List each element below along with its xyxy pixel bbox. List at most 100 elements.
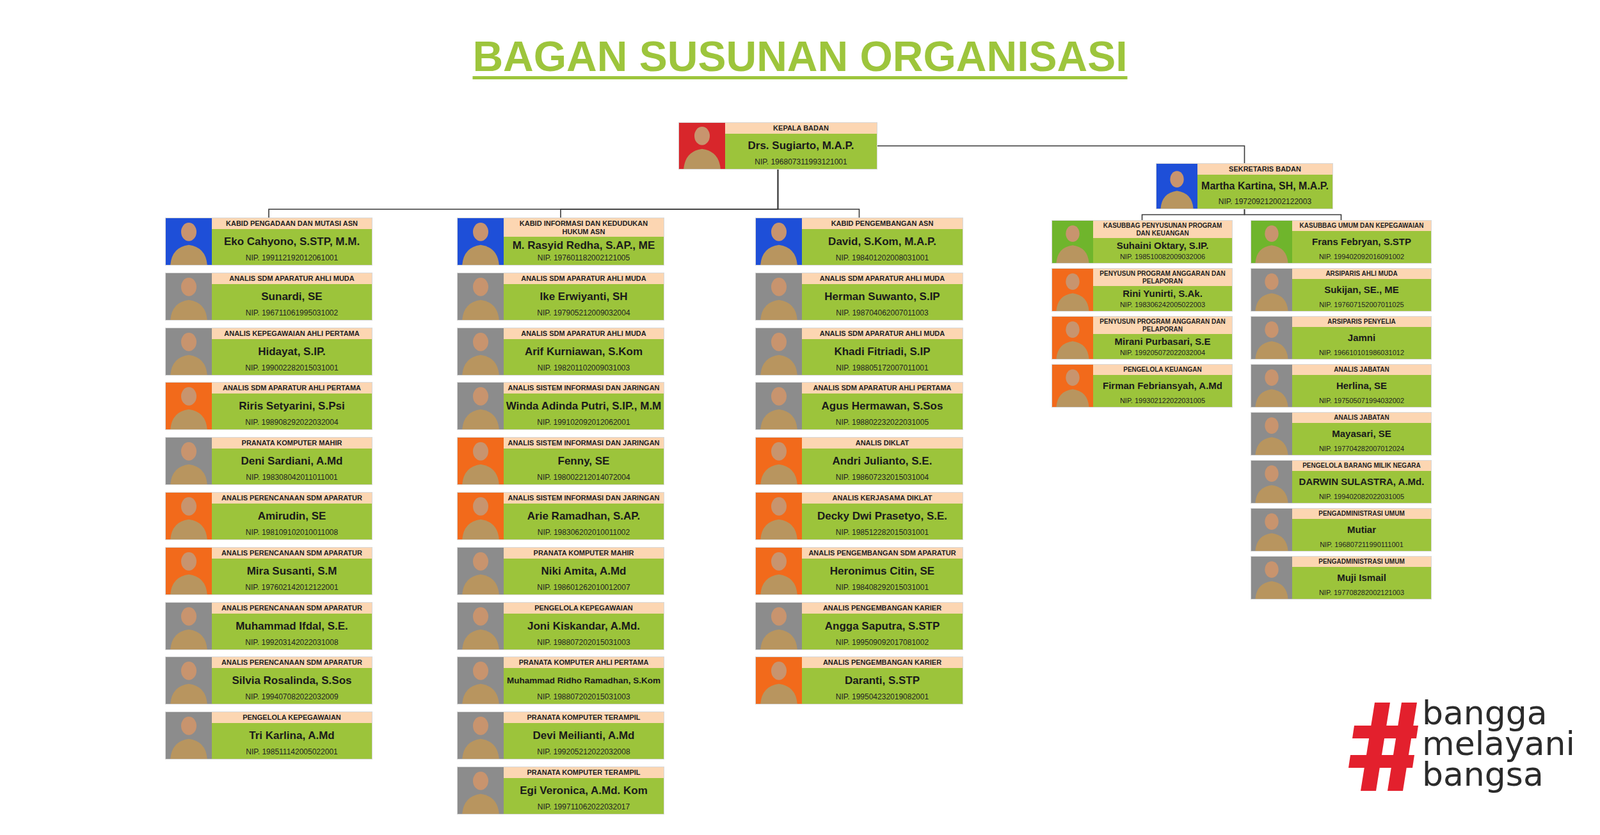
staff-photo xyxy=(755,547,802,595)
card-panel: KABID PENGEMBANGAN ASNDavid, S.Kom, M.A.… xyxy=(801,218,963,265)
staff-card: ANALIS PENGEMBANGAN KARIERDaranti, S.STP… xyxy=(755,656,964,705)
photo-ground xyxy=(755,492,802,540)
photo-figure xyxy=(165,328,212,376)
position-title: KEPALA BADAN xyxy=(725,122,877,134)
position-title: ANALIS SDM APARATUR AHLI MUDA xyxy=(801,273,963,285)
staff-name: Martha Kartina, SH, M.A.P. xyxy=(1197,174,1333,199)
photo-head xyxy=(181,332,197,352)
photo-figure xyxy=(165,437,212,485)
staff-nip: NIP. 197505071994032002 xyxy=(1292,396,1432,408)
staff-card: ANALIS PERENCANAAN SDM APARATURMuhammad … xyxy=(165,602,373,651)
staff-nip: NIP. 199102092012062001 xyxy=(503,418,664,430)
staff-photo xyxy=(165,437,212,485)
position-title: ANALIS PENGEMBANGAN KARIER xyxy=(801,602,963,614)
position-title: PENGELOLA KEUANGAN xyxy=(1093,364,1232,376)
photo-body xyxy=(170,300,208,320)
staff-nip: NIP. 197905212009032004 xyxy=(503,309,664,320)
staff-photo xyxy=(165,547,212,595)
staff-photo xyxy=(1251,268,1293,312)
position-title: ANALIS JABATAN xyxy=(1292,364,1432,376)
staff-photo xyxy=(457,382,504,430)
position-title: PRANATA KOMPUTER TERAMPIL xyxy=(503,712,664,724)
staff-nip: NIP. 199504232019082001 xyxy=(801,693,963,704)
photo-head xyxy=(771,332,787,352)
photo-body xyxy=(1056,389,1089,408)
staff-name: Muji Ismail xyxy=(1292,567,1432,590)
position-title: ANALIS PERENCANAAN SDM APARATUR xyxy=(211,547,372,559)
photo-head xyxy=(1169,170,1184,188)
staff-name: Suhaini Oktary, S.IP. xyxy=(1093,238,1232,253)
card-panel: ANALIS KEPEGAWAIAN AHLI PERTAMAHidayat, … xyxy=(211,328,372,376)
staff-card: PENGADMINISTRASI UMUMMutiarNIP. 19680721… xyxy=(1250,508,1432,552)
photo-ground xyxy=(457,382,504,430)
staff-nip: NIP. 198601262010012007 xyxy=(503,583,664,595)
staff-photo xyxy=(1251,220,1293,264)
position-title: KASUBBAG PENYUSUNAN PROGRAM DAN KEUANGAN xyxy=(1093,220,1232,239)
staff-card: ANALIS SDM APARATUR AHLI PERTAMARiris Se… xyxy=(165,382,373,431)
card-panel: ANALIS PENGEMBANGAN KARIERAngga Saputra,… xyxy=(801,602,963,650)
photo-body xyxy=(760,684,798,704)
staff-nip: NIP. 198802232022031005 xyxy=(801,418,963,430)
photo-ground xyxy=(1251,364,1293,408)
staff-card: ANALIS SDM APARATUR AHLI MUDASunardi, SE… xyxy=(165,272,373,321)
photo-head xyxy=(1264,417,1279,434)
photo-body xyxy=(170,574,208,595)
photo-ground xyxy=(1052,268,1094,312)
photo-head xyxy=(472,442,489,461)
photo-figure xyxy=(755,382,802,430)
photo-body xyxy=(760,300,798,320)
photo-ground xyxy=(1251,268,1293,312)
photo-head xyxy=(181,497,197,516)
photo-figure xyxy=(165,547,212,595)
staff-photo xyxy=(457,218,504,265)
position-title: ANALIS SISTEM INFORMASI DAN JARINGAN xyxy=(503,492,664,504)
staff-photo xyxy=(457,328,504,376)
photo-figure xyxy=(1251,460,1293,504)
card-panel: KASUBBAG UMUM DAN KEPEGAWAIANFrans Febry… xyxy=(1292,220,1432,264)
photo-ground xyxy=(165,218,212,265)
photo-body xyxy=(170,684,208,704)
org-connector xyxy=(560,169,779,218)
staff-card: PRANATA KOMPUTER TERAMPILDevi Meilianti,… xyxy=(456,711,665,760)
photo-figure xyxy=(755,602,802,650)
card-panel: ANALIS SDM APARATUR AHLI MUDAIke Erwiyan… xyxy=(503,273,664,320)
staff-card: ANALIS SISTEM INFORMASI DAN JARINGANArie… xyxy=(456,492,665,541)
card-panel: PENGADMINISTRASI UMUMMutiarNIP. 19680721… xyxy=(1292,508,1432,552)
photo-head xyxy=(771,607,787,626)
staff-card: ANALIS PENGEMBANGAN KARIERAngga Saputra,… xyxy=(755,602,964,651)
photo-head xyxy=(771,497,787,516)
photo-figure xyxy=(1251,220,1293,264)
card-panel: KEPALA BADANDrs. Sugiarto, M.A.P.NIP. 19… xyxy=(725,122,877,169)
photo-figure xyxy=(755,218,802,265)
staff-card: ANALIS SDM APARATUR AHLI PERTAMAAgus Her… xyxy=(755,382,964,431)
staff-card: ANALIS SDM APARATUR AHLI MUDAIke Erwiyan… xyxy=(456,272,665,321)
card-panel: ANALIS JABATANHerlina, SENIP. 1975050719… xyxy=(1292,364,1432,408)
photo-figure xyxy=(165,657,212,704)
staff-nip: NIP. 198408292015031001 xyxy=(801,583,963,595)
photo-figure xyxy=(1251,316,1293,360)
photo-body xyxy=(170,739,208,760)
card-panel: ANALIS PERENCANAAN SDM APARATURSilvia Ro… xyxy=(211,657,372,704)
staff-card: ANALIS PERENCANAAN SDM APARATURMira Susa… xyxy=(165,547,373,596)
org-connector xyxy=(778,169,860,218)
photo-head xyxy=(472,771,489,791)
staff-name: Mayasari, SE xyxy=(1292,423,1432,446)
photo-ground xyxy=(165,382,212,430)
staff-name: Deni Sardiani, A.Md xyxy=(211,448,372,475)
card-panel: KASUBBAG PENYUSUNAN PROGRAM DAN KEUANGAN… xyxy=(1093,220,1232,264)
photo-figure xyxy=(1251,364,1293,408)
staff-nip: NIP. 198201102009031003 xyxy=(503,364,664,376)
staff-photo xyxy=(755,657,802,704)
staff-photo xyxy=(457,492,504,540)
photo-figure xyxy=(165,382,212,430)
photo-body xyxy=(170,519,208,540)
position-title: ANALIS SDM APARATUR AHLI PERTAMA xyxy=(211,382,372,394)
position-title: KABID INFORMASI DAN KEDUDUKAN HUKUM ASN xyxy=(503,218,664,237)
photo-head xyxy=(472,552,489,571)
photo-head xyxy=(1264,225,1279,242)
photo-ground xyxy=(165,602,212,650)
staff-card: PENYUSUN PROGRAM ANGGARAN DAN PELAPORANM… xyxy=(1051,316,1233,360)
staff-photo xyxy=(1251,412,1293,456)
staff-card: KABID PENGEMBANGAN ASNDavid, S.Kom, M.A.… xyxy=(755,217,964,266)
photo-ground xyxy=(457,492,504,540)
